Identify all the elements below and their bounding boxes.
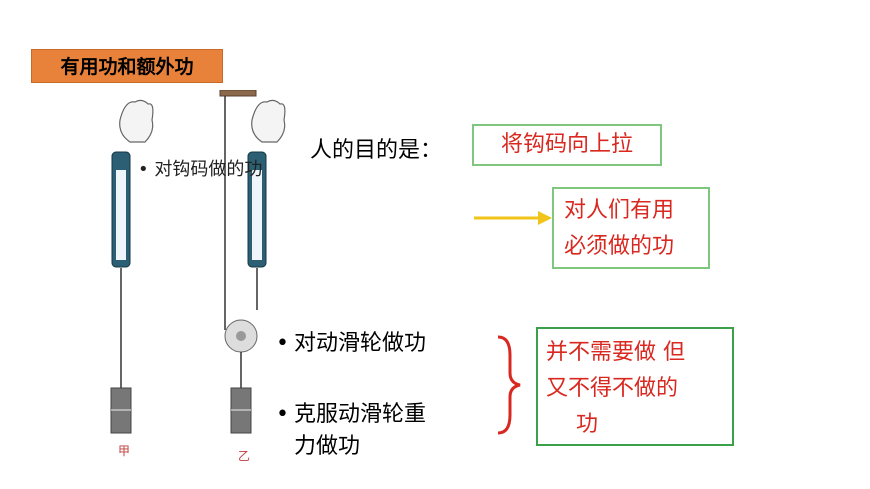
bullet-pulley-weight-text: 克服动滑轮重 [294,402,427,427]
bullet-dot: • [276,402,289,427]
extra-work-box: 并不需要做 但 又不得不做的 功 [536,327,734,446]
hand-right-icon [251,99,286,143]
arrow-right-icon [474,211,552,225]
hand-left-icon [119,99,154,143]
section-title: 有用功和额外功 [31,49,223,83]
extra-note-line3: 功 [576,412,599,437]
label-jia: 甲 [118,444,130,458]
useful-note-line1: 对人们有用 [564,198,675,223]
bullet-dot: • [276,331,289,356]
bullet-work-on-weight-text: 对钩码做的功 [154,159,263,180]
useful-note-line2: 必须做的功 [564,234,675,259]
label-yi: 乙 [238,449,250,463]
brace-icon [497,335,521,435]
purpose-box: 将钩码向上拉 [472,124,662,166]
bullet-pulley-work-text: 对动滑轮做功 [294,331,427,356]
bullet-dot: • [138,159,155,180]
bullet-work-on-weight: • 对钩码做的功 [138,155,262,181]
extra-note-line1: 并不需要做 但 [546,340,685,365]
useful-work-box: 对人们有用 必须做的功 [552,187,710,269]
bullet-pulley-weight-cont: 力做功 [294,434,361,459]
extra-note-line2: 又不得不做的 [546,376,679,401]
spring-scale-illustration: 甲 乙 [110,90,286,463]
bullet-pulley-work: •对动滑轮做功 [276,325,426,357]
purpose-label: 人的目的是： [310,138,443,163]
bullet-pulley-weight: •克服动滑轮重 [276,396,426,428]
